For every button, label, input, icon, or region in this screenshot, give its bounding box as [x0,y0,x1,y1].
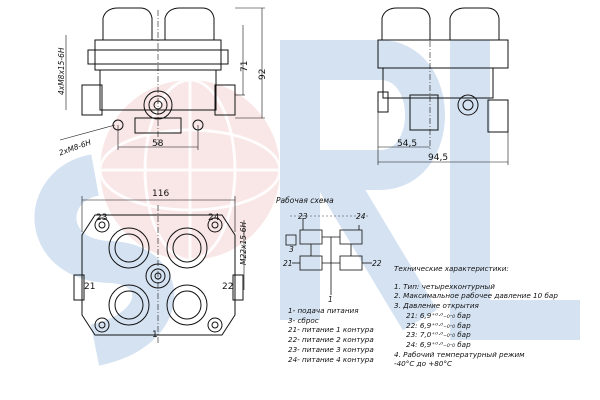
spec-item: 4. Рабочий температурный режим [394,349,525,359]
bottom-port-21: 21 [84,282,96,292]
spec-item: 2. Максимальное рабочее давление 10 бар [394,291,558,301]
spec-temp: -40°С до +80°С [394,359,453,369]
side-view [377,7,509,165]
working-scheme [285,215,372,295]
top-thread-left: 4xM8x15-6H [57,47,66,95]
spec-item: 1. Тип: четырехконтурный [394,281,495,291]
bottom-thread-right: M22x15-6H [239,221,248,265]
top-dim-92: 92 [258,68,268,80]
side-dim-54: 54,5 [397,139,418,149]
top-dim-71: 71 [240,60,250,72]
bottom-port-23: 23 [96,213,108,223]
spec-pressure: 24: 6,9⁺⁰·⁰₋₀·₀ бар [406,339,471,349]
legend-item: 1- подача питания [288,306,359,315]
scheme-port-21: 21 [283,259,293,268]
spec-pressure: 22: 6,9⁺⁰·⁰₋₀·₀ бар [406,320,471,330]
scheme-port-24: 24 [356,212,366,221]
specs-title: Технические характеристики: [394,264,509,273]
bottom-port-22: 22 [222,282,234,292]
bottom-port-1: 1 [152,330,158,340]
legend-item: 21- питание 1 контура [288,325,374,335]
spec-pressure: 23: 7,0⁺⁰·⁰₋₀·₀ бар [406,330,471,340]
spec-item: 3. Давление открытия [394,301,479,311]
legend-item: 3- сброс [288,315,319,325]
watermark-l [450,40,580,340]
tech-specs: Технические характеристики: 1. Тип: четы… [394,264,558,369]
watermark-s [34,154,175,366]
scheme-port-3: 3 [289,245,294,254]
bottom-dim-116: 116 [152,189,170,199]
legend-item: 22- питание 2 контура [288,335,374,345]
scheme-title: Рабочая схема [276,196,334,205]
side-dim-94: 94,5 [428,153,449,163]
top-dim-58: 58 [152,139,164,149]
legend-item: 23- питание 3 контура [288,344,374,354]
bottom-port-24: 24 [208,213,220,223]
scheme-port-22: 22 [372,259,382,268]
top-view [59,7,265,150]
legend-item: 24- питание 4 контура [288,354,374,364]
bottom-view [73,196,245,345]
scheme-port-23: 23 [298,212,308,221]
spec-pressure: 21: 6,9⁺⁰·⁰₋₀·₀ бар [406,310,471,320]
scheme-port-1: 1 [328,295,333,304]
watermark-r [280,40,445,331]
legend: 1- подача питания 3- сброс 21- питание 1… [288,306,374,364]
